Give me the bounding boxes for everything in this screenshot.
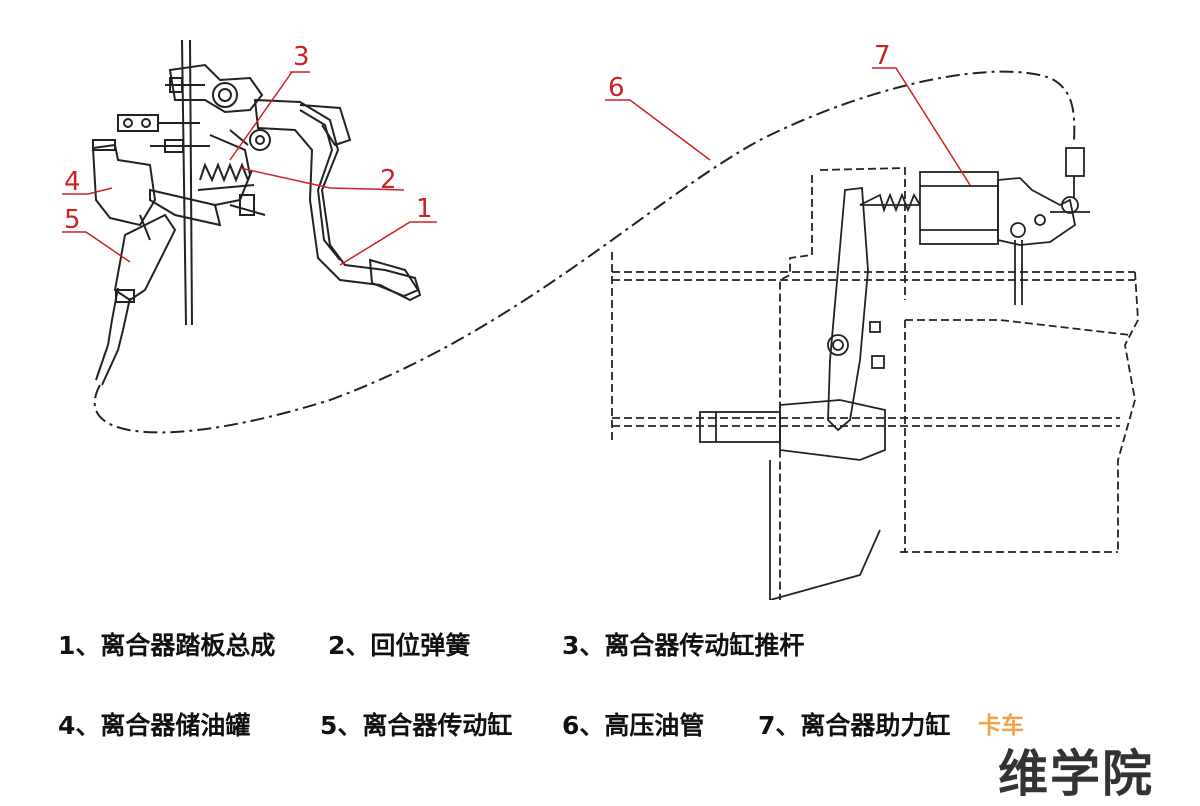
legend-item-7: 7、离合器助力缸 <box>758 711 951 740</box>
legend-item-1: 1、离合器踏板总成 <box>58 631 276 660</box>
callout-1: 1 <box>416 194 433 224</box>
callout-2: 2 <box>380 165 397 195</box>
legend-item-4: 4、离合器储油罐 <box>58 711 251 740</box>
legend-item-6: 6、高压油管 <box>562 711 705 740</box>
pedal-assembly-drawing <box>91 39 422 386</box>
callout-7: 7 <box>874 41 891 71</box>
legend-item-5: 5、离合器传动缸 <box>320 711 513 740</box>
callout-4: 4 <box>64 167 81 197</box>
booster-frame-drawing <box>611 147 1139 600</box>
legend-item-3: 3、离合器传动缸推杆 <box>562 631 805 660</box>
callout-leaders <box>62 67 971 266</box>
callout-3: 3 <box>293 42 310 72</box>
watermark-large: 维学院 <box>998 745 1154 803</box>
callout-5: 5 <box>64 205 81 235</box>
callout-6: 6 <box>608 73 625 103</box>
watermark-small: 卡车 <box>978 713 1024 739</box>
clutch-system-diagram: 3 2 1 4 5 6 7 <box>62 39 1139 600</box>
high-pressure-hose-line <box>93 70 1076 434</box>
legend-item-2: 2、回位弹簧 <box>328 631 471 660</box>
